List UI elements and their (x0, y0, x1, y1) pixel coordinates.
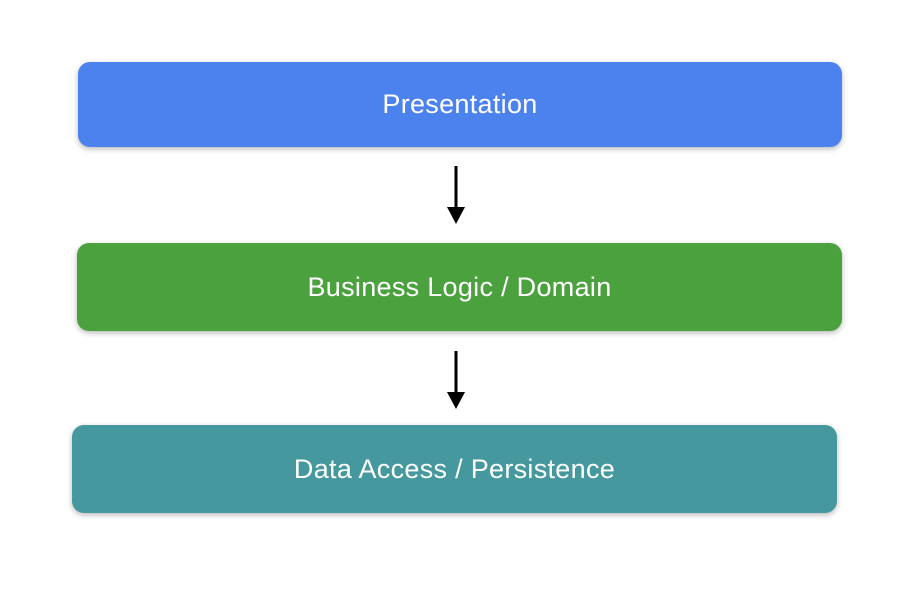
layer-box-business-logic: Business Logic / Domain (77, 243, 842, 331)
layer-box-presentation: Presentation (78, 62, 842, 147)
layer-label-presentation: Presentation (382, 89, 538, 119)
layer-label-data-access: Data Access / Persistence (293, 453, 616, 484)
arrow-down-icon (447, 166, 465, 224)
layer-label-business-logic: Business Logic / Domain (307, 271, 612, 302)
arrow-head (447, 207, 465, 224)
arrow-head (447, 392, 465, 409)
layer-box-data-access: Data Access / Persistence (72, 425, 837, 513)
arrow-down-icon (447, 351, 465, 409)
